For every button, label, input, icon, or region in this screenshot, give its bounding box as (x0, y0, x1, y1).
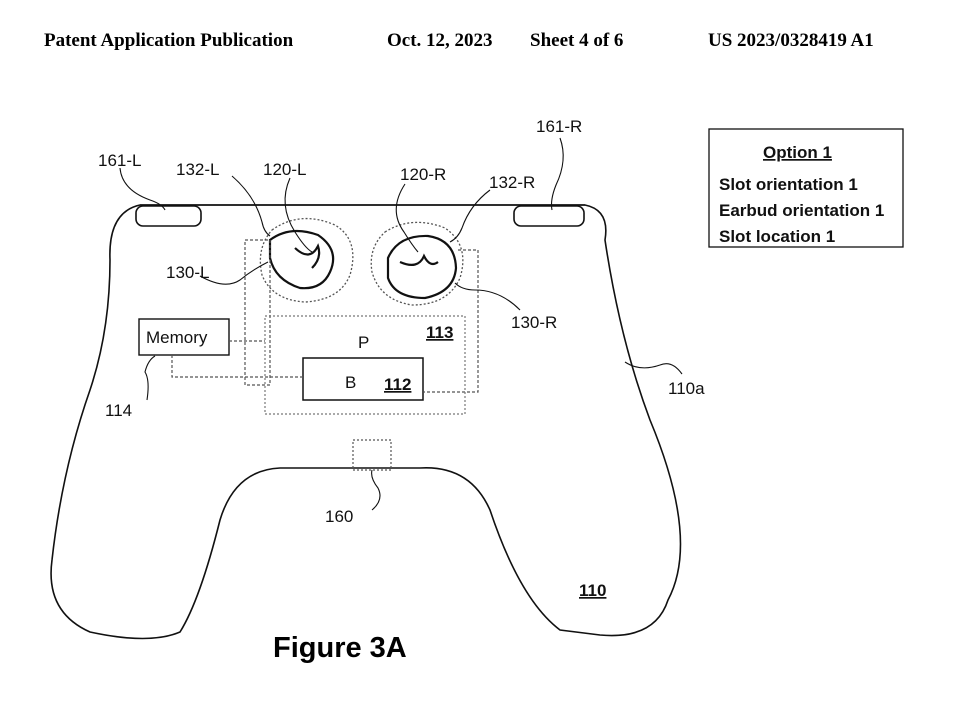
leader-114 (144, 355, 156, 401)
label-160: 160 (325, 507, 353, 526)
earbud-120-right (386, 234, 458, 300)
sensor-161-left (135, 205, 202, 227)
label-130-right: 130-R (511, 313, 557, 332)
leader-120L (284, 177, 313, 253)
label-112: 112 (384, 375, 411, 394)
leader-160 (371, 469, 381, 511)
leader-132L (231, 175, 271, 237)
processor-box-113 (264, 315, 466, 415)
sheet-number: Sheet 4 of 6 (530, 30, 624, 51)
earbud-120-left (268, 229, 335, 290)
memory-box (138, 318, 230, 356)
label-110a: 110a (668, 379, 705, 398)
label-130-left: 130-L (166, 263, 209, 282)
label-120-right: 120-R (400, 165, 446, 184)
label-132-left: 132-L (176, 160, 219, 179)
leader-110a (624, 361, 683, 375)
option-title: Option 1 (763, 143, 832, 162)
option-line-3: Slot location 1 (719, 227, 835, 246)
label-161-right: 161-R (536, 117, 582, 136)
connector-160 (352, 439, 392, 471)
page-header: Patent Application Publication Oct. 12, … (0, 30, 955, 60)
leader-130L (199, 261, 269, 285)
right-dashed-wire (424, 249, 479, 393)
publication-number: US 2023/0328419 A1 (708, 30, 874, 51)
option-line-1: Slot orientation 1 (719, 175, 858, 194)
publication-date: Oct. 12, 2023 (387, 30, 493, 51)
left-dashed-box (244, 239, 271, 386)
memory-wire-2 (171, 355, 303, 378)
option-line-2: Earbud orientation 1 (719, 201, 884, 220)
slot-130-left (259, 217, 354, 303)
label-132-right: 132-R (489, 173, 535, 192)
label-114: 114 (105, 401, 132, 420)
label-processor: P (358, 333, 369, 352)
battery-box-112 (302, 357, 424, 401)
option-box (708, 128, 904, 248)
figure-caption: Figure 3A (273, 632, 407, 664)
leader-130R (454, 282, 521, 311)
leader-132R (449, 189, 491, 243)
leader-161R (550, 137, 564, 211)
label-120-left: 120-L (263, 160, 306, 179)
label-memory: Memory (146, 328, 208, 347)
sensor-161-right (513, 205, 585, 227)
label-battery: B (345, 373, 356, 392)
label-113: 113 (426, 323, 453, 342)
case-body-outline (50, 204, 682, 640)
leader-161L (119, 167, 166, 211)
label-161-left: 161-L (98, 151, 141, 170)
leader-120R (395, 183, 419, 253)
publication-title: Patent Application Publication (44, 30, 294, 51)
label-110: 110 (579, 581, 606, 600)
